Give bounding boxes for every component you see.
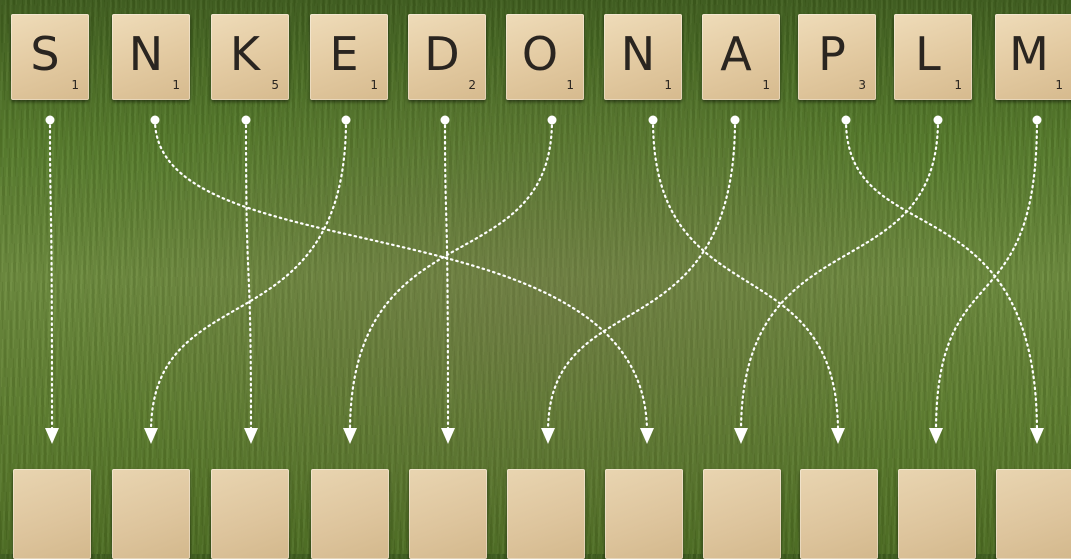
- target-slot-9[interactable]: [800, 469, 878, 559]
- tile-score: 1: [954, 78, 962, 92]
- tile-letter: L: [894, 28, 962, 80]
- tile-score: 1: [1055, 78, 1063, 92]
- tile-letter: N: [112, 28, 180, 80]
- target-slot-3[interactable]: [211, 469, 289, 559]
- target-slot-1[interactable]: [13, 469, 91, 559]
- tile-score: 1: [370, 78, 378, 92]
- tile-letter: D: [408, 28, 476, 80]
- tile-letter: M: [995, 28, 1063, 80]
- tile-letter: E: [310, 28, 378, 80]
- tile-score: 1: [762, 78, 770, 92]
- tile-letter: A: [702, 28, 770, 80]
- target-slot-5[interactable]: [409, 469, 487, 559]
- target-slot-6[interactable]: [507, 469, 585, 559]
- tile-score: 1: [664, 78, 672, 92]
- target-slot-10[interactable]: [898, 469, 976, 559]
- tile-score: 2: [468, 78, 476, 92]
- tile-score: 5: [271, 78, 279, 92]
- target-slot-8[interactable]: [703, 469, 781, 559]
- tile-letter: O: [506, 28, 574, 80]
- tile-letter: N: [604, 28, 672, 80]
- tile-letter: S: [11, 28, 79, 80]
- tile-score: 3: [858, 78, 866, 92]
- target-slot-11[interactable]: [996, 469, 1071, 559]
- tile-score: 1: [71, 78, 79, 92]
- tile-letter: K: [211, 28, 279, 80]
- target-slot-2[interactable]: [112, 469, 190, 559]
- target-slot-4[interactable]: [311, 469, 389, 559]
- tile-score: 1: [172, 78, 180, 92]
- tile-score: 1: [566, 78, 574, 92]
- tile-letter: P: [798, 28, 866, 80]
- target-slot-7[interactable]: [605, 469, 683, 559]
